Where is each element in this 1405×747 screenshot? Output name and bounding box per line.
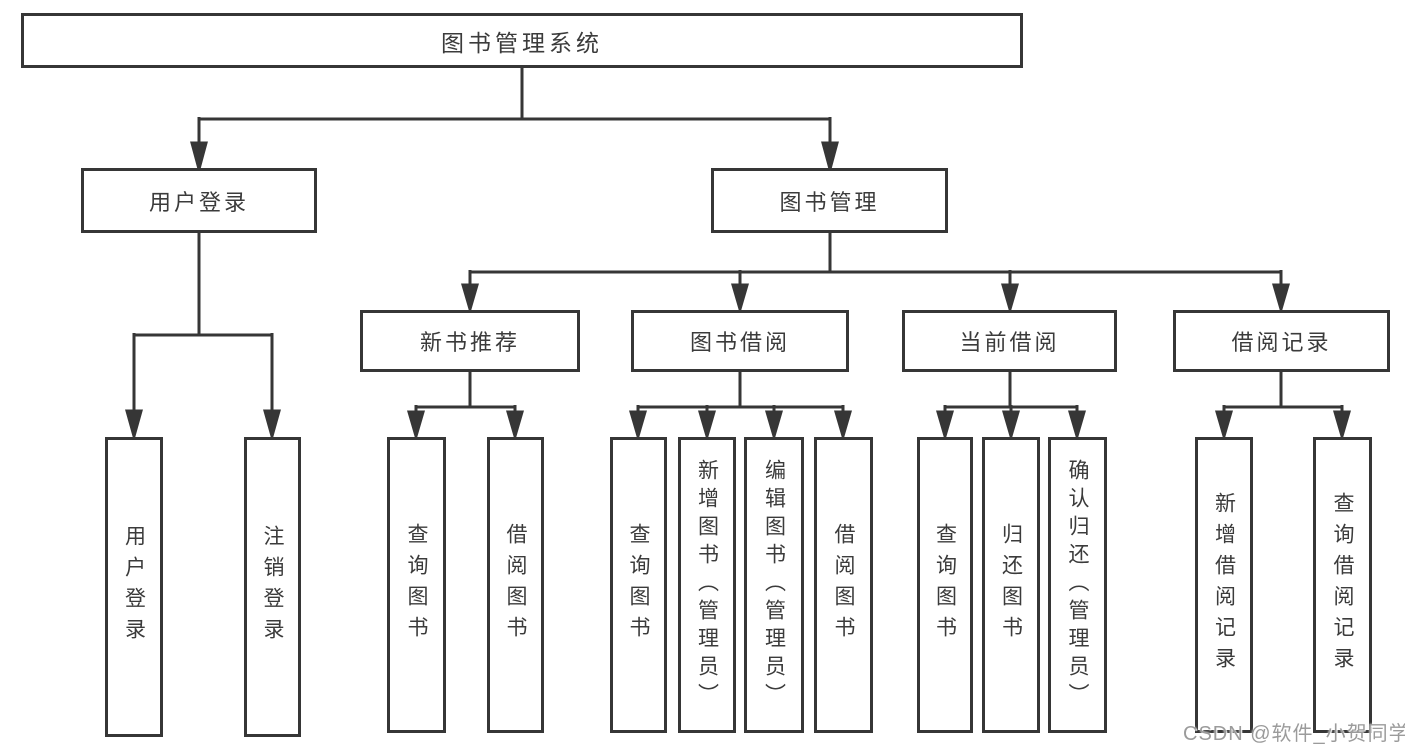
leaf-borrow-books: 借阅图书	[814, 437, 873, 733]
node-label: 注销登录	[261, 525, 284, 649]
node-label: 图书借阅	[689, 330, 790, 355]
node-label: 新增借阅记录	[1212, 492, 1236, 678]
leaf-confirm-return-admin: 确认归还（管理员）	[1048, 437, 1107, 733]
leaf-logout: 注销登录	[244, 437, 301, 737]
node-book-management: 图书管理	[711, 168, 948, 233]
connector-current-to-leaves	[936, 370, 1086, 442]
node-label: 用户登录	[122, 525, 146, 649]
node-label: 借阅图书	[832, 523, 855, 647]
node-label: 新增图书（管理员）	[695, 459, 719, 711]
node-label: 当前借阅	[959, 330, 1060, 355]
node-label: 用户登录	[148, 189, 249, 215]
node-new-book-recommend: 新书推荐	[360, 310, 580, 372]
connector-userlogin-to-leaves	[125, 231, 281, 442]
connector-records-to-leaves	[1215, 370, 1351, 442]
connector-bookmgmt-to-level3	[461, 231, 1290, 315]
node-label: 确认归还（管理员）	[1066, 459, 1089, 711]
leaf-query-borrow-record: 查询借阅记录	[1313, 437, 1372, 733]
node-label: 借阅图书	[504, 523, 527, 647]
node-borrow-records: 借阅记录	[1173, 310, 1390, 372]
leaf-add-borrow-record: 新增借阅记录	[1195, 437, 1253, 733]
node-label: 借阅记录	[1231, 330, 1332, 355]
node-label: 编辑图书（管理员）	[762, 459, 786, 711]
node-user-login: 用户登录	[81, 168, 317, 233]
leaf-query-books-current: 查询图书	[917, 437, 973, 733]
leaf-return-books: 归还图书	[982, 437, 1040, 733]
node-current-borrow: 当前借阅	[902, 310, 1117, 372]
node-label: 新书推荐	[419, 330, 520, 355]
node-label: 归还图书	[999, 523, 1023, 647]
csdn-watermark: CSDN @软件_小贺同学	[1183, 723, 1405, 745]
node-root-system: 图书管理系统	[21, 13, 1023, 68]
leaf-edit-books-admin: 编辑图书（管理员）	[744, 437, 804, 733]
node-label: 图书管理系统	[441, 29, 603, 56]
leaf-query-books-borrow: 查询图书	[610, 437, 667, 733]
connector-newrec-to-leaves	[407, 370, 524, 442]
node-book-borrow: 图书借阅	[631, 310, 849, 372]
node-label: 查询图书	[405, 523, 428, 647]
leaf-add-books-admin: 新增图书（管理员）	[678, 437, 736, 733]
connector-root-to-level2	[190, 66, 839, 175]
leaf-user-login: 用户登录	[105, 437, 163, 737]
node-label: 查询图书	[933, 523, 957, 647]
node-label: 查询图书	[627, 523, 650, 647]
connector-borrow-to-leaves	[629, 370, 852, 442]
leaf-borrow-books-recommend: 借阅图书	[487, 437, 544, 733]
leaf-query-books-recommend: 查询图书	[387, 437, 446, 733]
node-label: 图书管理	[779, 189, 880, 215]
node-label: 查询借阅记录	[1331, 492, 1354, 678]
